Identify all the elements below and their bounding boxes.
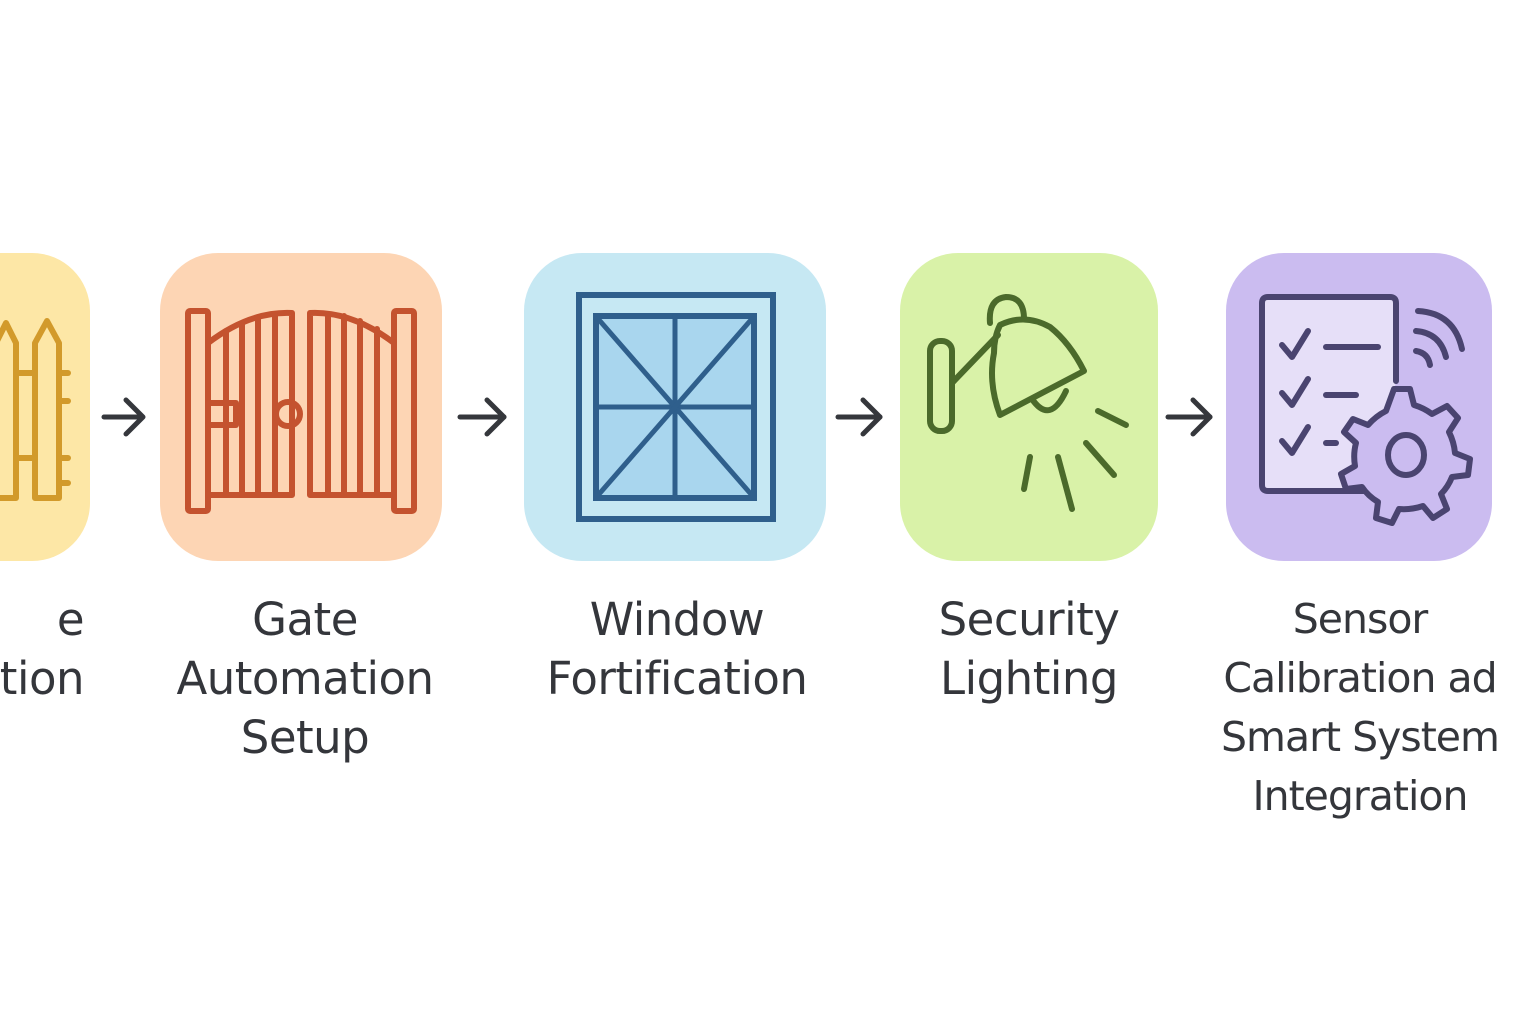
arrow-icon bbox=[835, 397, 883, 437]
arrow-icon bbox=[1165, 397, 1213, 437]
arrow-icon bbox=[457, 397, 507, 437]
label-line: Automation bbox=[176, 652, 434, 705]
label-line: tion bbox=[0, 652, 85, 705]
step-label-lighting: Security Lighting bbox=[900, 590, 1158, 708]
label-line: Window bbox=[589, 593, 765, 646]
label-line: Gate bbox=[252, 593, 358, 646]
checklist-gear-icon bbox=[1259, 294, 1473, 526]
fence-icon bbox=[0, 318, 71, 501]
step-tile-lighting bbox=[900, 253, 1158, 561]
label-line: e bbox=[56, 593, 85, 646]
label-line: Security bbox=[938, 593, 1120, 646]
step-label-window: Window Fortification bbox=[524, 590, 830, 708]
label-line: Integration bbox=[1252, 772, 1469, 820]
label-line: Smart System bbox=[1221, 713, 1500, 761]
window-icon bbox=[576, 292, 776, 522]
lamp-icon bbox=[927, 294, 1129, 512]
label-line: Sensor bbox=[1292, 595, 1429, 643]
label-line: Setup bbox=[240, 711, 370, 764]
step-tile-fence bbox=[0, 253, 90, 561]
step-tile-window bbox=[524, 253, 826, 561]
label-line: Fortification bbox=[546, 652, 808, 705]
arrow-icon bbox=[101, 397, 146, 437]
label-line: Calibration ad bbox=[1223, 654, 1497, 702]
step-label-fence: e tion bbox=[0, 590, 90, 708]
step-tile-gate bbox=[160, 253, 442, 561]
step-label-sensor: Sensor Calibration ad Smart System Integ… bbox=[1210, 590, 1510, 826]
step-label-gate: Gate Automation Setup bbox=[160, 590, 450, 767]
step-tile-sensor bbox=[1226, 253, 1492, 561]
gate-icon bbox=[185, 308, 417, 514]
label-line: Lighting bbox=[940, 652, 1118, 705]
